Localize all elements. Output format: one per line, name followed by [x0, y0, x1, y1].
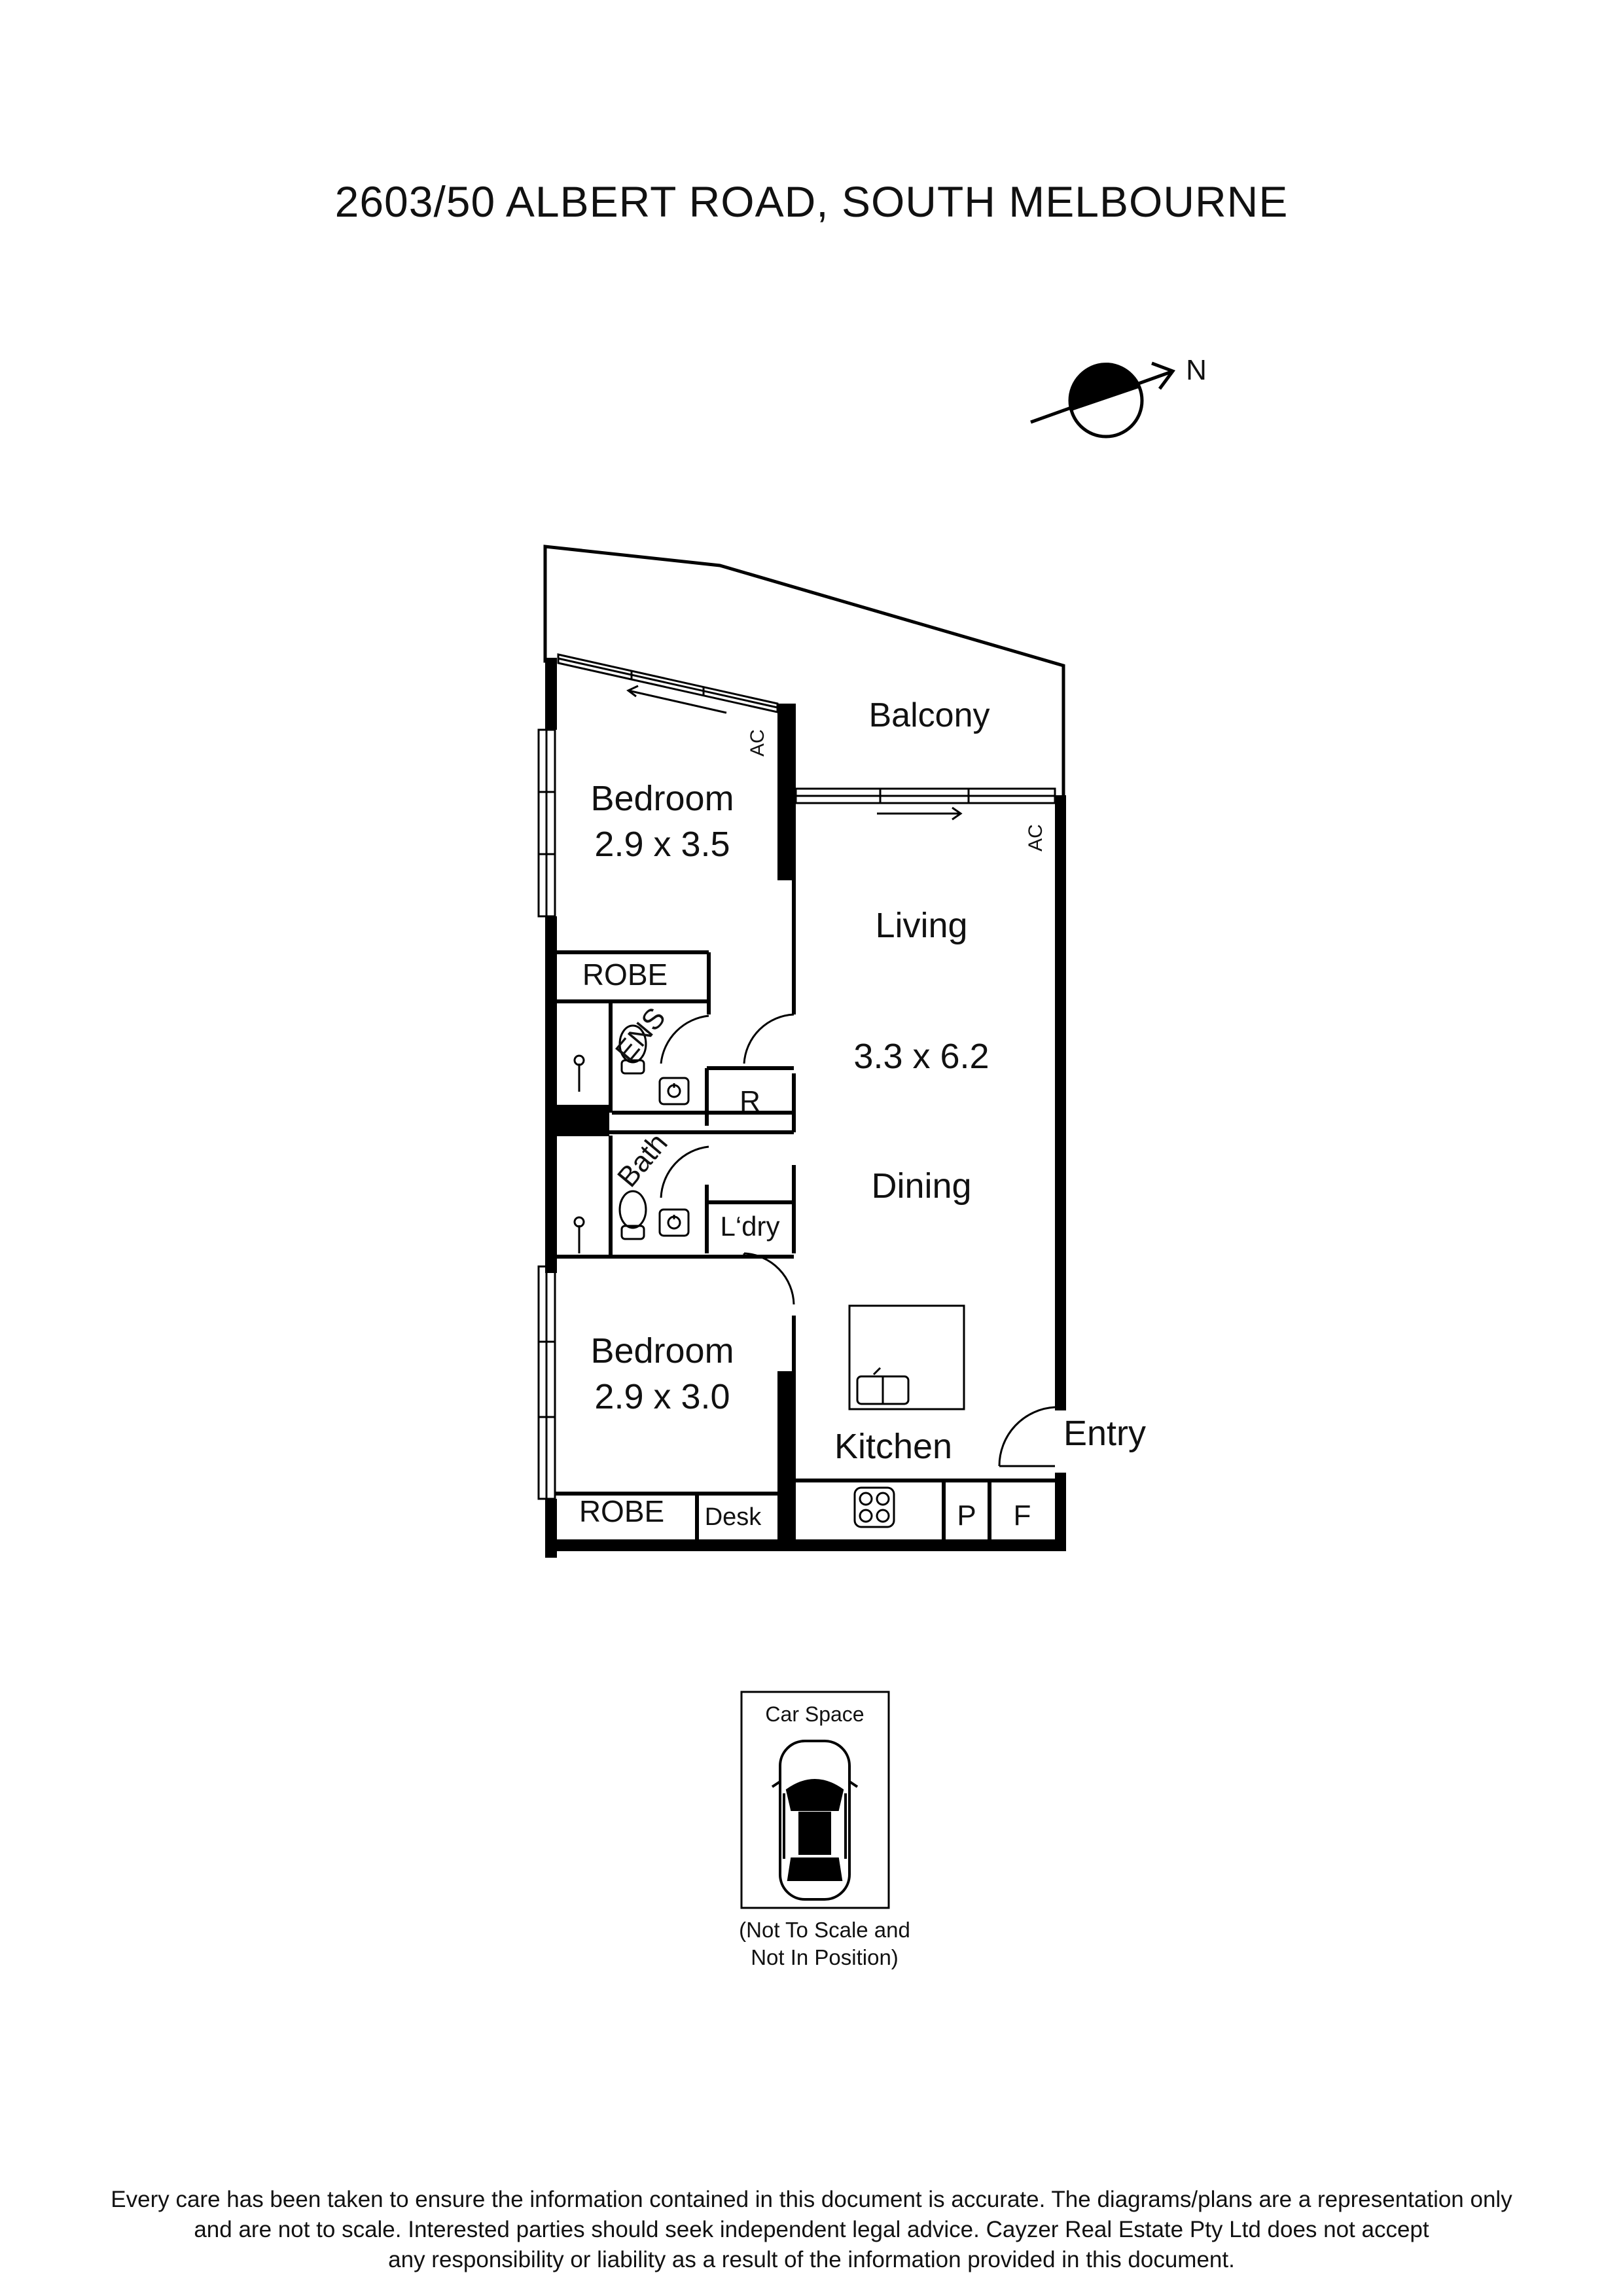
living-label: Living [875, 906, 967, 945]
cooktop-icon [853, 1486, 895, 1528]
balcony-label: Balcony [869, 696, 990, 734]
disclaimer-line-1: Every care has been taken to ensure the … [111, 2187, 1512, 2212]
bedroom1-window [537, 653, 779, 918]
ac2-label: AC [1025, 824, 1046, 852]
bedroom2-size: 2.9 x 3.0 [594, 1377, 730, 1416]
desk-label: Desk [705, 1503, 762, 1531]
car-space-note-line1: (Not To Scale and [739, 1918, 910, 1942]
toilet2-icon [618, 1190, 647, 1229]
interior-walls [553, 877, 1055, 1541]
robe2-label: ROBE [579, 1494, 664, 1528]
living-size: 3.3 x 6.2 [853, 1037, 989, 1076]
disclaimer: Every care has been taken to ensure the … [52, 2185, 1571, 2275]
car-space-box [740, 1691, 890, 1909]
bedroom1-size: 2.9 x 3.5 [594, 825, 730, 864]
bedroom2-window [537, 1265, 556, 1500]
robe1-label: ROBE [582, 958, 668, 992]
pantry-label: P [957, 1499, 976, 1532]
fridge-label: F [1014, 1499, 1031, 1532]
toilet-icon [618, 1024, 647, 1064]
car-space-note-line2: Not In Position) [751, 1945, 899, 1969]
kitchen-label: Kitchen [834, 1427, 952, 1466]
ac1-label: AC [747, 729, 768, 757]
dining-label: Dining [871, 1166, 971, 1206]
compass-label: N [1186, 354, 1207, 386]
bedroom1-name: Bedroom [590, 779, 734, 818]
basin-icon [658, 1077, 690, 1105]
laundry-label: L‘dry [720, 1211, 779, 1242]
car-space-label: Car Space [765, 1702, 864, 1726]
r-label: R [740, 1085, 760, 1117]
disclaimer-line-3: any responsibility or liability as a res… [388, 2247, 1235, 2272]
bedroom2-name: Bedroom [590, 1331, 734, 1371]
car-space-note: (Not To Scale and Not In Position) [681, 1916, 969, 1971]
door-swings [660, 1013, 1056, 1467]
disclaimer-line-2: and are not to scale. Interested parties… [194, 2217, 1429, 2242]
entry-label: Entry [1063, 1414, 1146, 1453]
car-icon [771, 1740, 859, 1901]
page-title: 2603/50 ALBERT ROAD, SOUTH MELBOURNE [334, 177, 1289, 226]
balcony-outline [543, 545, 1065, 795]
north-arrow-icon [1030, 361, 1175, 439]
living-sliding-door [794, 787, 1056, 821]
basin2-icon [658, 1208, 690, 1237]
kitchen-island [848, 1304, 965, 1410]
fixtures [573, 1024, 965, 1528]
